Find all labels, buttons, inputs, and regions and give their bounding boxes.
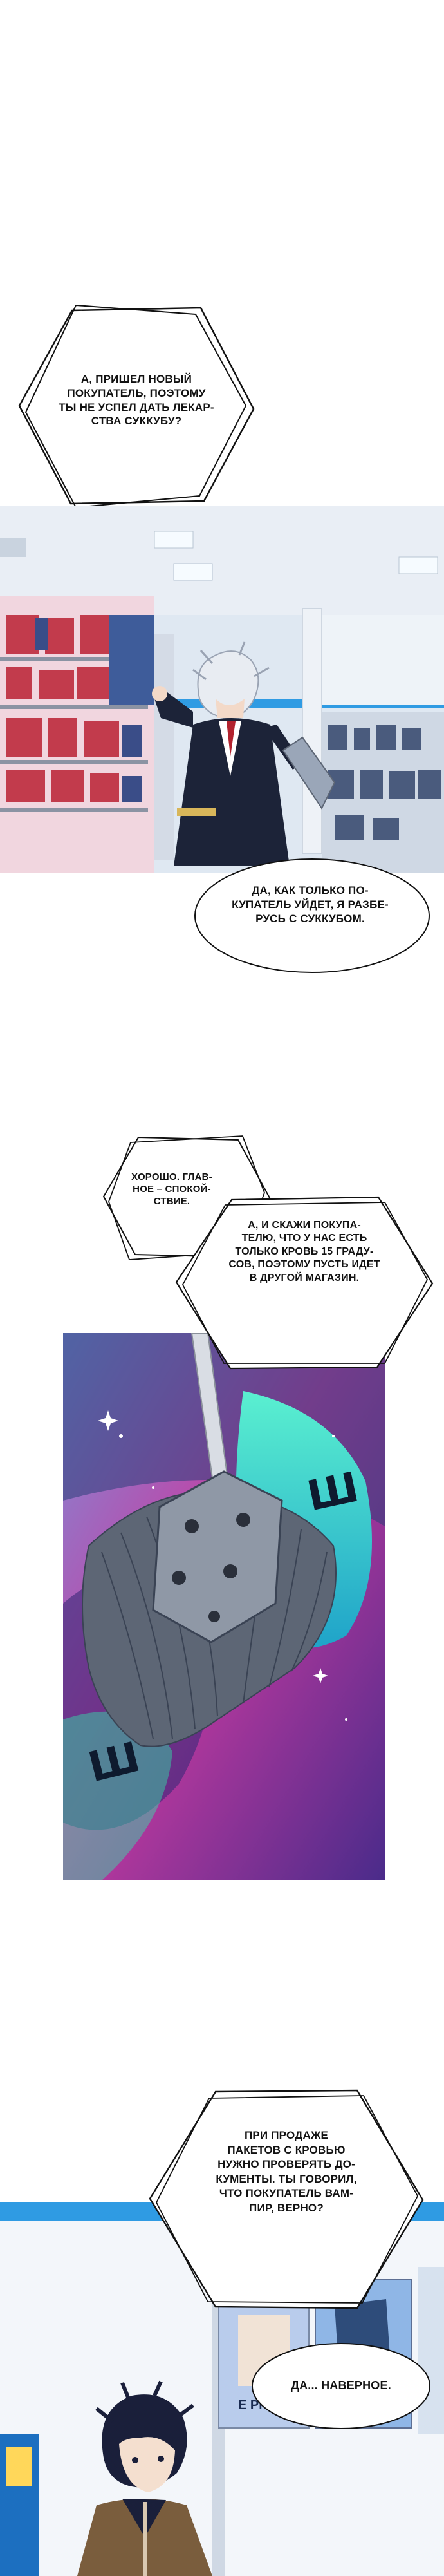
speech-bubble-oval-2 — [190, 853, 434, 979]
bubble-outline — [149, 2089, 424, 2309]
bubble-outline — [194, 858, 430, 973]
speech-text-2: ДА, КАК ТОЛЬКО ПО- КУПАТЕЛЬ УЙДЕТ, Я РАЗ… — [232, 884, 389, 925]
speech-text-5: ПРИ ПРОДАЖЕ ПАКЕТОВ С КРОВЬЮ НУЖНО ПРОВЕ… — [216, 2129, 357, 2215]
speech-bubble-hex-1 — [14, 303, 259, 509]
speech-text-3: ХОРОШО. ГЛАВ- НОЕ – СПОКОЙ- СТВИЕ. — [131, 1171, 212, 1208]
bubble-outline — [252, 2343, 430, 2429]
speech-bubble-oval-6 — [248, 2338, 434, 2434]
store-scene — [0, 506, 444, 873]
panel-mop: Ш Ш — [63, 1333, 385, 1880]
speech-bubble-hex-4 — [172, 1195, 436, 1372]
bubble-outline — [175, 1196, 434, 1370]
speech-text-1: А, ПРИШЕЛ НОВЫЙ ПОКУПАТЕЛЬ, ПОЭТОМУ ТЫ Н… — [59, 373, 214, 428]
mop-scene — [63, 1333, 385, 1880]
bubble-outline — [18, 304, 255, 509]
speech-text-4: А, И СКАЖИ ПОКУПА- ТЕЛЮ, ЧТО У НАС ЕСТЬ … — [228, 1220, 380, 1283]
speech-bubble-hex-5 — [145, 2087, 428, 2312]
speech-text-6: ДА... НАВЕРНОЕ. — [291, 2379, 391, 2392]
panel-store — [0, 506, 444, 873]
